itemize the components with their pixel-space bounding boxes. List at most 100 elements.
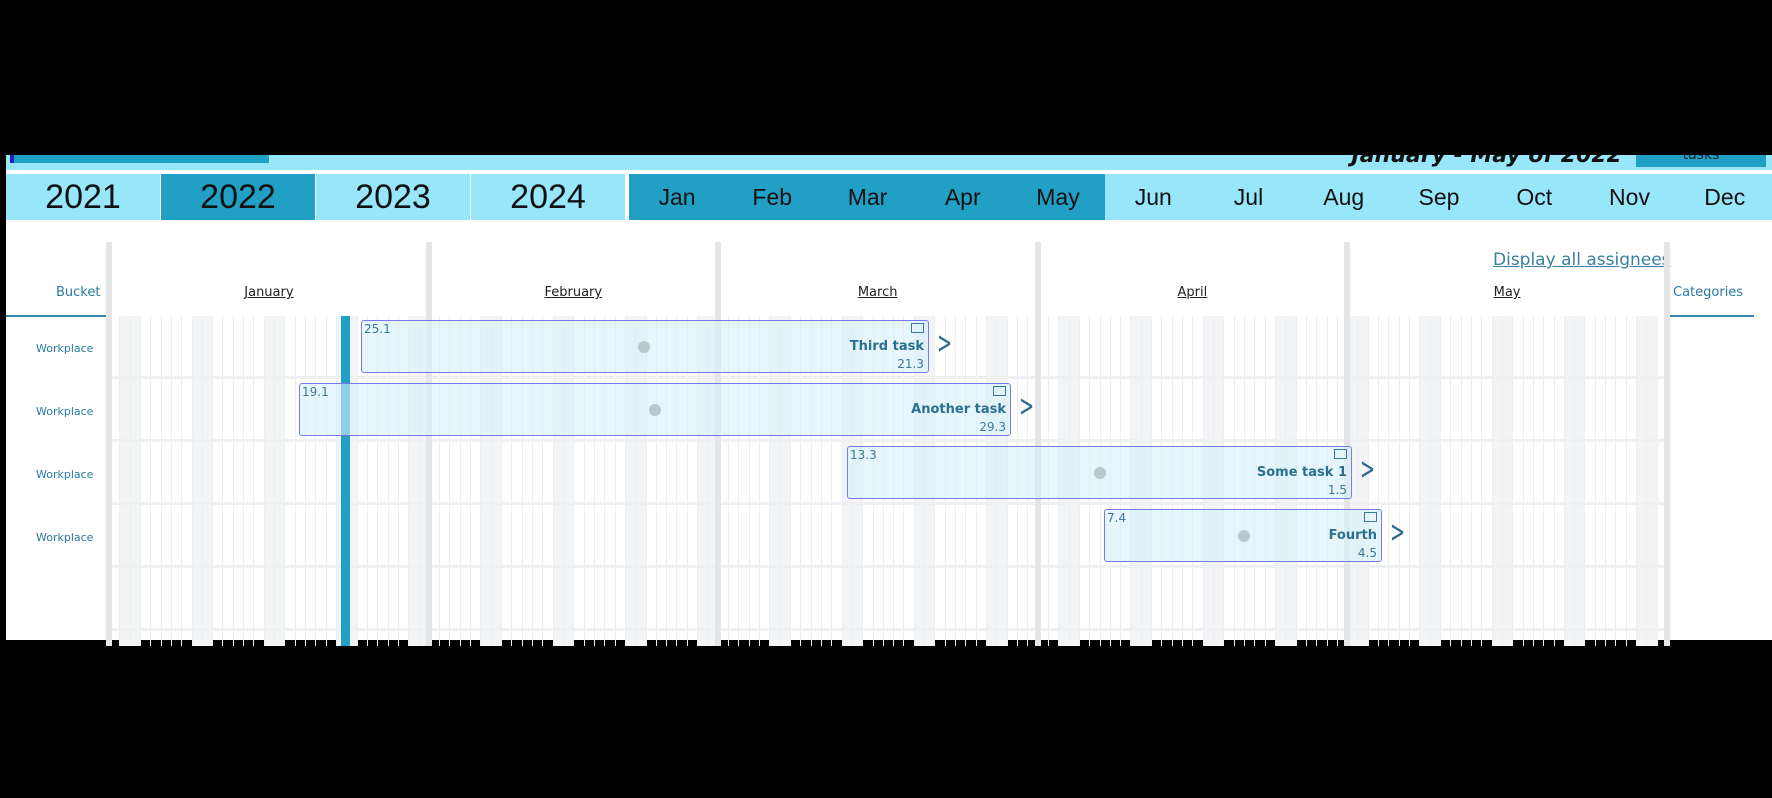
day-column — [459, 316, 470, 646]
task-name: Some task 1 — [1256, 465, 1347, 480]
task-name: Third task — [849, 339, 924, 354]
open-external-icon[interactable] — [1334, 449, 1347, 459]
task-end-date: 29.3 — [979, 420, 1006, 434]
open-external-icon[interactable] — [993, 386, 1006, 396]
day-column — [408, 316, 419, 646]
day-column — [1440, 316, 1450, 646]
day-column — [1574, 316, 1585, 646]
day-column — [222, 316, 232, 646]
day-column — [635, 316, 646, 646]
day-column — [243, 316, 253, 646]
task-end-date: 21.3 — [897, 357, 924, 371]
display-all-assignees-link[interactable]: Display all assignees — [1493, 250, 1671, 270]
task-name: Another task — [911, 402, 1006, 417]
day-column — [490, 316, 502, 646]
tasks-button[interactable]: tasks — [1636, 155, 1766, 167]
month-feb[interactable]: Feb — [724, 174, 821, 220]
day-column — [150, 316, 160, 646]
day-column — [1450, 316, 1460, 646]
day-column — [624, 316, 636, 646]
day-column — [841, 316, 852, 646]
gantt-view: Display all assignees Bucket Categories … — [6, 170, 1772, 646]
day-column — [1543, 316, 1553, 646]
day-column — [366, 316, 377, 646]
day-column — [810, 316, 821, 646]
day-column — [573, 316, 583, 646]
timeline-month-may[interactable]: May — [1493, 285, 1521, 300]
day-column — [170, 316, 181, 646]
month-apr[interactable]: Apr — [914, 174, 1011, 220]
year-2022[interactable]: 2022 — [161, 174, 315, 220]
day-column — [779, 316, 790, 646]
day-column — [191, 316, 202, 646]
day-column — [1419, 316, 1430, 646]
chevron-right-icon[interactable]: > — [1360, 452, 1376, 487]
day-column — [614, 316, 625, 646]
day-column — [305, 316, 315, 646]
day-column — [480, 316, 491, 646]
day-column — [470, 316, 480, 646]
categories-header[interactable]: Categories — [1673, 285, 1744, 300]
day-column — [232, 316, 243, 646]
timeline-month-april[interactable]: April — [1177, 285, 1208, 300]
month-mar[interactable]: Mar — [819, 174, 916, 220]
drag-handle[interactable] — [638, 340, 650, 353]
day-column — [439, 316, 449, 646]
month-divider — [425, 242, 432, 646]
day-column — [800, 316, 810, 646]
task-end-date: 4.5 — [1357, 546, 1377, 560]
row-divider — [109, 565, 1667, 568]
timeline-month-january[interactable]: January — [244, 285, 294, 300]
day-column — [294, 316, 305, 646]
year-2024[interactable]: 2024 — [471, 174, 625, 220]
day-column — [325, 316, 336, 646]
month-jun[interactable]: Jun — [1105, 174, 1202, 220]
month-dec[interactable]: Dec — [1676, 174, 1772, 220]
day-column — [139, 316, 150, 646]
month-divider — [1034, 242, 1041, 646]
day-column — [315, 316, 325, 646]
day-column — [676, 316, 686, 646]
timeline-month-march[interactable]: March — [857, 285, 898, 300]
year-2023[interactable]: 2023 — [316, 174, 470, 220]
day-column — [1594, 316, 1605, 646]
chevron-right-icon[interactable]: > — [1390, 515, 1406, 550]
drag-handle[interactable] — [1094, 466, 1106, 479]
drag-handle[interactable] — [649, 403, 661, 416]
task-start-date: 25.1 — [364, 322, 391, 336]
open-external-icon[interactable] — [1364, 512, 1377, 522]
row-divider — [109, 502, 1667, 505]
chevron-right-icon[interactable]: > — [1019, 389, 1035, 424]
open-external-icon[interactable] — [911, 323, 924, 333]
day-column — [686, 316, 697, 646]
day-column — [707, 316, 718, 646]
month-jan[interactable]: Jan — [629, 174, 725, 220]
day-column — [655, 316, 666, 646]
day-column — [1357, 316, 1368, 646]
day-column — [1615, 316, 1625, 646]
timeline-month-february[interactable]: February — [544, 285, 603, 300]
top-toolbar: January - May of 2022 tasks — [6, 155, 1772, 170]
task-end-date: 1.5 — [1327, 483, 1347, 497]
month-oct[interactable]: Oct — [1486, 174, 1583, 220]
year-2021[interactable]: 2021 — [6, 174, 160, 220]
day-column — [1625, 316, 1636, 646]
month-nov[interactable]: Nov — [1581, 174, 1678, 220]
month-jul[interactable]: Jul — [1200, 174, 1297, 220]
day-column — [759, 316, 769, 646]
month-sep[interactable]: Sep — [1391, 174, 1487, 220]
month-aug[interactable]: Aug — [1295, 174, 1392, 220]
day-column — [1378, 316, 1388, 646]
day-column — [1522, 316, 1533, 646]
drag-handle[interactable] — [1238, 529, 1250, 542]
row-divider — [109, 628, 1667, 631]
day-column — [645, 316, 656, 646]
day-column — [1656, 316, 1667, 646]
chevron-right-icon[interactable]: > — [937, 326, 953, 361]
day-column — [501, 316, 511, 646]
month-may[interactable]: May — [1010, 174, 1106, 220]
